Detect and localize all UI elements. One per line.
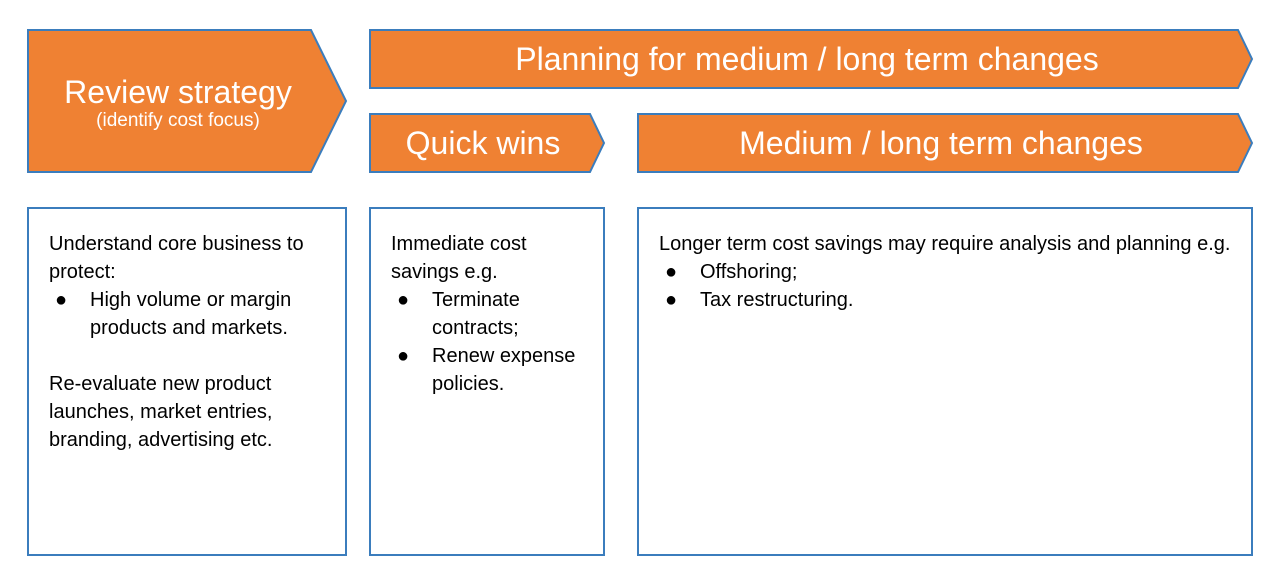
review-strategy-title: Review strategy: [64, 74, 292, 110]
list-item: ● Renew expense policies.: [391, 342, 583, 398]
review-box-outro: Re-evaluate new product launches, market…: [49, 373, 273, 451]
review-strategy-arrow: Review strategy (identify cost focus): [27, 29, 348, 174]
medium-long-box-intro: Longer term cost savings may require ana…: [659, 233, 1231, 255]
medium-long-box-bullet-text: Offshoring;: [700, 261, 798, 283]
list-item: ● Tax restructuring.: [659, 286, 1231, 314]
bullet-icon: ●: [397, 345, 410, 367]
list-item: ● High volume or margin products and mar…: [49, 286, 325, 342]
quick-wins-arrow-shape: [369, 113, 606, 173]
list-item: ● Offshoring;: [659, 258, 1231, 286]
spacer: [49, 342, 325, 370]
medium-long-box-bullet-text: Tax restructuring.: [700, 289, 854, 311]
planning-label: Planning for medium / long term changes: [370, 30, 1244, 88]
quick-wins-title: Quick wins: [405, 125, 561, 161]
review-strategy-subtitle: (identify cost focus): [96, 110, 260, 131]
planning-title: Planning for medium / long term changes: [515, 41, 1099, 77]
bullet-icon: ●: [665, 289, 678, 311]
review-strategy-box: Understand core business to protect: ● H…: [27, 207, 347, 556]
bullet-icon: ●: [55, 289, 68, 311]
review-strategy-label: Review strategy (identify cost focus): [28, 30, 328, 174]
medium-long-label: Medium / long term changes: [638, 114, 1244, 172]
review-box-bullet-text: High volume or margin products and marke…: [90, 289, 292, 339]
medium-long-arrow-shape: [637, 113, 1254, 173]
review-box-bullets: ● High volume or margin products and mar…: [49, 286, 325, 342]
bullet-icon: ●: [665, 261, 678, 283]
quick-wins-box-bullet-text: Terminate contracts;: [432, 289, 520, 339]
review-strategy-arrow-shape: [27, 29, 348, 173]
medium-long-arrow: Medium / long term changes: [637, 113, 1254, 173]
medium-long-box: Longer term cost savings may require ana…: [637, 207, 1253, 556]
bullet-icon: ●: [397, 289, 410, 311]
quick-wins-arrow: Quick wins: [369, 113, 606, 173]
quick-wins-box-intro: Immediate cost savings e.g.: [391, 233, 527, 283]
medium-long-title: Medium / long term changes: [739, 125, 1143, 161]
planning-arrow: Planning for medium / long term changes: [369, 29, 1254, 89]
quick-wins-box-bullets: ● Terminate contracts; ● Renew expense p…: [391, 286, 583, 398]
list-item: ● Terminate contracts;: [391, 286, 583, 342]
quick-wins-box: Immediate cost savings e.g. ● Terminate …: [369, 207, 605, 556]
medium-long-box-bullets: ● Offshoring; ● Tax restructuring.: [659, 258, 1231, 314]
review-box-intro: Understand core business to protect:: [49, 233, 304, 283]
quick-wins-label: Quick wins: [370, 114, 596, 172]
quick-wins-box-bullet-text: Renew expense policies.: [432, 345, 576, 395]
planning-arrow-shape: [369, 29, 1254, 89]
